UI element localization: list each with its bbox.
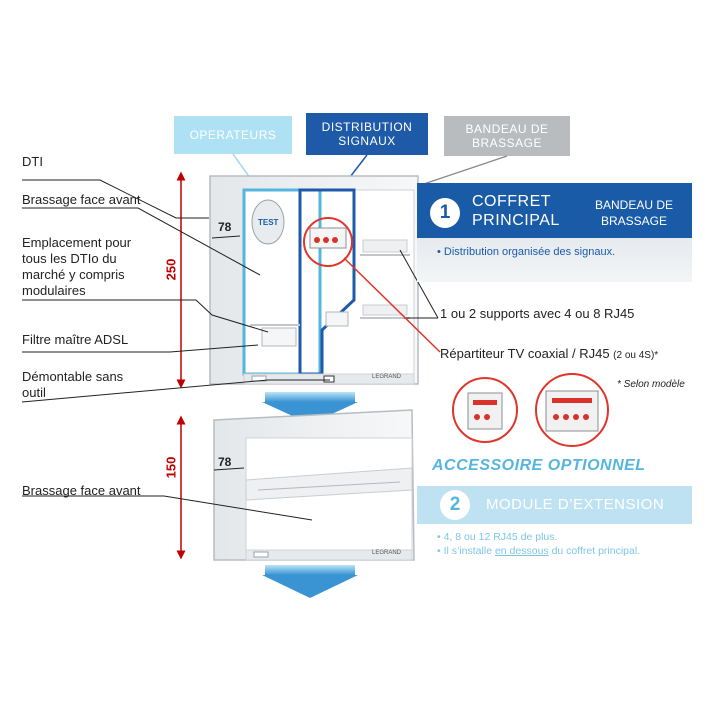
label-emplacement: Emplacement pour tous les DTIo du marché…	[22, 235, 132, 298]
banner-coffret-principal	[417, 183, 692, 238]
test-label: TEST	[258, 218, 279, 227]
extension-title: MODULE D’EXTENSION	[486, 496, 665, 513]
tag-operateurs: OPERATEURS	[174, 116, 292, 154]
extension-bullet-2-post: du coffret principal.	[548, 545, 641, 557]
dimension-height-top: 250	[163, 258, 179, 281]
callout-repartiteur-main: Répartiteur TV coaxial / RJ45	[440, 346, 614, 361]
label-brassage-face-avant-2: Brassage face avant	[22, 483, 141, 498]
accessoire-optionnel: ACCESSOIRE OPTIONNEL	[432, 457, 646, 474]
callout-repartiteur-small: (2 ou 4S)*	[613, 350, 659, 361]
tag-distribution-signaux: DISTRIBUTION SIGNAUX	[306, 113, 428, 155]
flow-arrow-bottom	[262, 565, 358, 598]
tag-bandeau-brassage: BANDEAU DE BRASSAGE	[444, 116, 570, 156]
module-extension-box	[213, 409, 415, 561]
note-selon-modele: * Selon modèle	[617, 379, 685, 390]
extension-bullet-2-pre: Il s’installe	[443, 545, 495, 557]
label-filtre-adsl: Filtre maître ADSL	[22, 332, 129, 347]
leader-lines	[21, 179, 439, 521]
repartiteur-photo-small	[452, 377, 518, 443]
label-brassage-face-avant: Brassage face avant	[22, 192, 141, 207]
step-number-2: 2	[440, 490, 470, 520]
brand-mark-bottom: LEGRAND	[372, 550, 402, 556]
repartiteur-photo-large	[535, 373, 609, 447]
callout-repartiteur: Répartiteur TV coaxial / RJ45 (2 ou 4S)*	[440, 346, 658, 364]
flow-arrow-top	[262, 392, 358, 424]
dimension-depth-bottom: 78	[218, 455, 232, 469]
coffret-bullet-text: Distribution organisée des signaux.	[443, 246, 616, 258]
brand-mark-top: LEGRAND	[372, 374, 402, 380]
banner-coffret-sub	[417, 238, 692, 282]
callout-supports: 1 ou 2 supports avec 4 ou 8 RJ45	[440, 306, 635, 321]
coffret-bandeau: BANDEAU DE BRASSAGE	[594, 198, 674, 228]
coffret-title: COFFRET PRINCIPAL	[472, 193, 560, 229]
extension-bullet-1-text: 4, 8 ou 12 RJ45 de plus.	[443, 531, 558, 543]
dimension-depth-top: 78	[218, 220, 232, 234]
extension-bullet-1: • 4, 8 ou 12 RJ45 de plus.	[437, 531, 558, 543]
coffret-principal-box	[209, 175, 419, 385]
step-number-1: 1	[430, 198, 460, 228]
label-demontable: Démontable sans outil	[22, 369, 124, 400]
extension-bullets: • 4, 8 ou 12 RJ45 de plus. • Il s’instal…	[437, 530, 640, 558]
extension-bullet-2-link: en dessous	[494, 545, 549, 557]
label-dti: DTI	[22, 154, 43, 169]
dimension-height-bottom: 150	[163, 456, 179, 479]
coffret-bullet: • Distribution organisée des signaux.	[437, 246, 616, 258]
extension-bullet-2: • Il s’installe en dessous du coffret pr…	[437, 545, 641, 557]
